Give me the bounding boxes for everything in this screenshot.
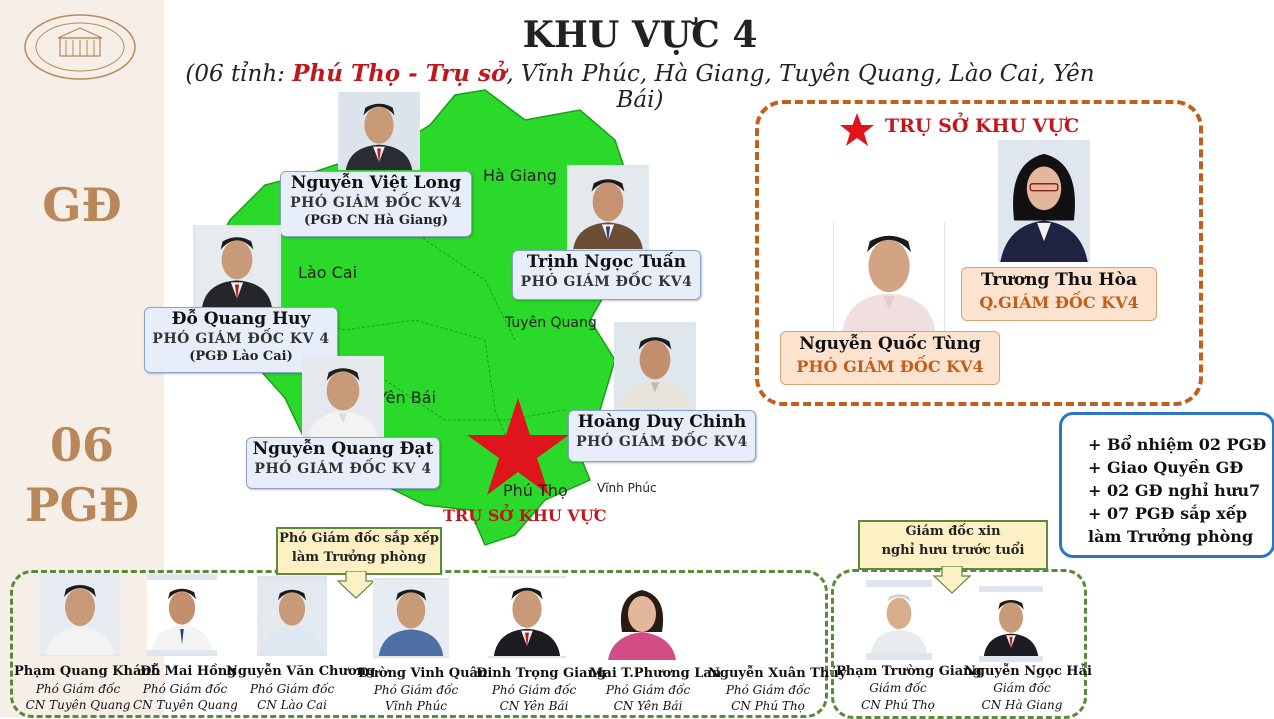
role-nguyen-xuan-thuy: Phó Giám đốc (725, 683, 811, 697)
branch-duong-vinh-quan: Vĩnh Phúc (384, 699, 448, 713)
label-truong-thu-hoa: Trương Thu Hòa Q.GIÁM ĐỐC KV4 (961, 267, 1157, 321)
branch-nguyen-van-chuong: CN Lào Cai (257, 698, 327, 712)
branch-do-mai-hong: CN Tuyên Quang (133, 698, 238, 712)
role-nguyen-van-chuong: Phó Giám đốc (249, 682, 335, 696)
role-duong-vinh-quan: Phó Giám đốc (373, 683, 459, 697)
photo-nguyen-quoc-tung (833, 222, 945, 332)
name-nguyen-ngoc-hai: Nguyễn Ngọc Hải (964, 664, 1092, 679)
label-trinh-ngoc-tuan: Trịnh Ngọc Tuấn PHÓ GIÁM ĐỐC KV4 (512, 250, 701, 300)
label-nguyen-quang-dat: Nguyễn Quang Đạt PHÓ GIÁM ĐỐC KV 4 (246, 437, 440, 489)
state-bank-logo (22, 12, 138, 82)
name-mai-t-phuong-lan: Mai T.Phương Lan (589, 666, 722, 681)
summary-box: + Bổ nhiệm 02 PGĐ + Giao Quyền GĐ + 02 G… (1059, 412, 1274, 558)
photo-dinh-trong-giang (488, 576, 566, 658)
branch-pham-truong-giang: CN Phú Thọ (861, 698, 935, 712)
label-nguyen-quoc-tung: Nguyễn Quốc Tùng PHÓ GIÁM ĐỐC KV4 (780, 331, 1000, 385)
name-do-mai-hong: Đỗ Mai Hồng (140, 664, 237, 679)
branch-nguyen-ngoc-hai: CN Hà Giang (981, 698, 1063, 712)
name-duong-vinh-quan: Đường Vinh Quân (358, 666, 488, 681)
photo-do-mai-hong (147, 574, 217, 656)
branch-dinh-trong-giang: CN Yên Bái (499, 699, 569, 713)
role-pham-quang-khanh: Phó Giám đốc (35, 682, 121, 696)
role-nguyen-ngoc-hai: Giám đốc (993, 681, 1051, 695)
branch-pham-quang-khanh: CN Tuyên Quang (25, 698, 131, 712)
hq-star-small-icon (838, 112, 876, 152)
region-lao-cai: Lào Cai (298, 263, 358, 282)
hq-frame (755, 100, 1203, 406)
label-hoang-duy-chinh: Hoàng Duy Chinh PHÓ GIÁM ĐỐC KV4 (568, 410, 756, 462)
branch-mai-t-phuong-lan: CN Yên Bái (613, 699, 683, 713)
summary-line-3: + 02 GĐ nghỉ hưu7 (1088, 481, 1261, 500)
hq-province: Phú Thọ - Trụ sở (292, 60, 507, 87)
pgd-count: 06 (49, 418, 114, 472)
summary-line-4: + 07 PGĐ sắp xếp (1088, 504, 1248, 523)
role-dinh-trong-giang: Phó Giám đốc (491, 683, 577, 697)
name-nguyen-van-chuong: Nguyễn Văn Chương (226, 664, 376, 679)
photo-mai-t-phuong-lan (602, 580, 682, 660)
region-tuyen-quang: Tuyên Quang (505, 315, 597, 331)
label-nguyen-viet-long: Nguyễn Việt Long PHÓ GIÁM ĐỐC KV4 (PGĐ C… (280, 171, 472, 237)
photo-trinh-ngoc-tuan (567, 165, 649, 251)
retire-note: Giám đốc xin nghỉ hưu trước tuổi (858, 520, 1048, 570)
region-yen-bai: Yên Bái (378, 388, 436, 407)
photo-do-quang-huy (193, 225, 281, 307)
photo-nguyen-viet-long (338, 92, 420, 170)
name-pham-truong-giang: Phạm Trường Giang (836, 664, 982, 679)
name-pham-quang-khanh: Phạm Quang Khánh (14, 664, 161, 679)
page-subtitle: (06 tỉnh: Phú Thọ - Trụ sở, Vĩnh Phúc, H… (185, 60, 1095, 113)
page-title: KHU VỰC 4 (522, 14, 758, 56)
region-ha-giang: Hà Giang (483, 166, 557, 185)
name-dinh-trong-giang: Đinh Trọng Giang (476, 666, 607, 681)
branch-nguyen-xuan-thuy: CN Phú Thọ (731, 699, 805, 713)
photo-truong-thu-hoa (998, 140, 1090, 262)
photo-pham-truong-giang (866, 580, 932, 660)
photo-nguyen-quang-dat (302, 356, 384, 438)
hq-star-icon (467, 398, 569, 495)
photo-nguyen-van-chuong (257, 576, 327, 656)
role-pham-truong-giang: Giám đốc (869, 681, 927, 695)
retire-arrow-icon (932, 565, 972, 598)
deputies-arrow-icon (336, 570, 376, 603)
photo-nguyen-ngoc-hai (979, 586, 1043, 662)
hq-title: TRỤ SỞ KHU VỰC (885, 115, 1080, 137)
region-vinh-phuc: Vĩnh Phúc (597, 481, 657, 495)
gd-label: GĐ (42, 178, 122, 232)
region-phu-tho: Phú Thọ (503, 481, 568, 500)
map-hq-label: TRỤ SỞ KHU VỰC (443, 506, 607, 525)
photo-hoang-duy-chinh (614, 322, 696, 410)
summary-line-5: làm Trưởng phòng (1088, 527, 1254, 546)
deputies-note: Phó Giám đốc sắp xếp làm Trưởng phòng (276, 527, 442, 575)
photo-duong-vinh-quan (373, 578, 449, 658)
summary-line-1: + Bổ nhiệm 02 PGĐ (1088, 435, 1267, 454)
name-nguyen-xuan-thuy: Nguyễn Xuân Thủy (708, 666, 847, 681)
role-mai-t-phuong-lan: Phó Giám đốc (605, 683, 691, 697)
pgd-label: PGĐ (24, 478, 140, 532)
photo-pham-quang-khanh (40, 574, 120, 656)
summary-line-2: + Giao Quyền GĐ (1088, 458, 1244, 477)
role-do-mai-hong: Phó Giám đốc (142, 682, 228, 696)
